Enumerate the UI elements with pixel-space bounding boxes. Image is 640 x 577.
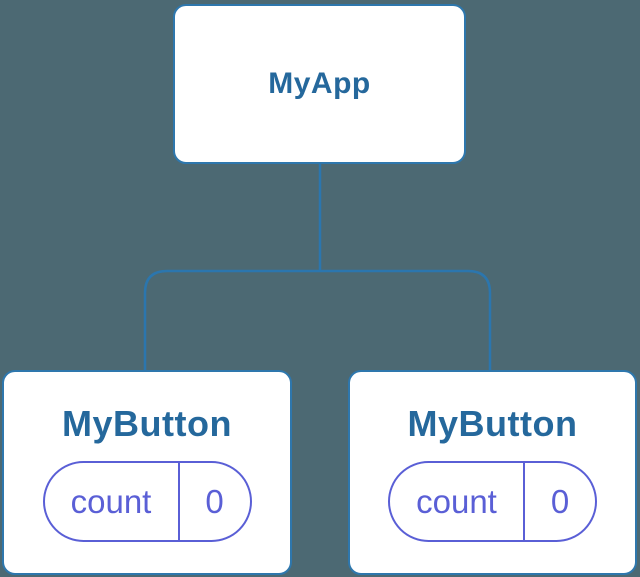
state-value-label: 0	[550, 482, 570, 520]
node-mybutton-right: MyButton count 0	[348, 370, 637, 575]
node-mybutton-left: MyButton count 0	[2, 370, 292, 575]
state-value-label: 0	[205, 482, 224, 520]
state-pill-left: count 0	[42, 461, 252, 543]
node-myapp: MyApp	[173, 4, 466, 164]
node-mybutton-left-label: MyButton	[62, 403, 232, 444]
node-myapp-label: MyApp	[268, 66, 371, 100]
state-name-label: count	[45, 463, 180, 541]
node-mybutton-right-label: MyButton	[407, 403, 578, 444]
state-pill-right: count 0	[388, 461, 597, 543]
children-bracket-line	[143, 269, 492, 371]
state-name-label: count	[390, 463, 525, 541]
